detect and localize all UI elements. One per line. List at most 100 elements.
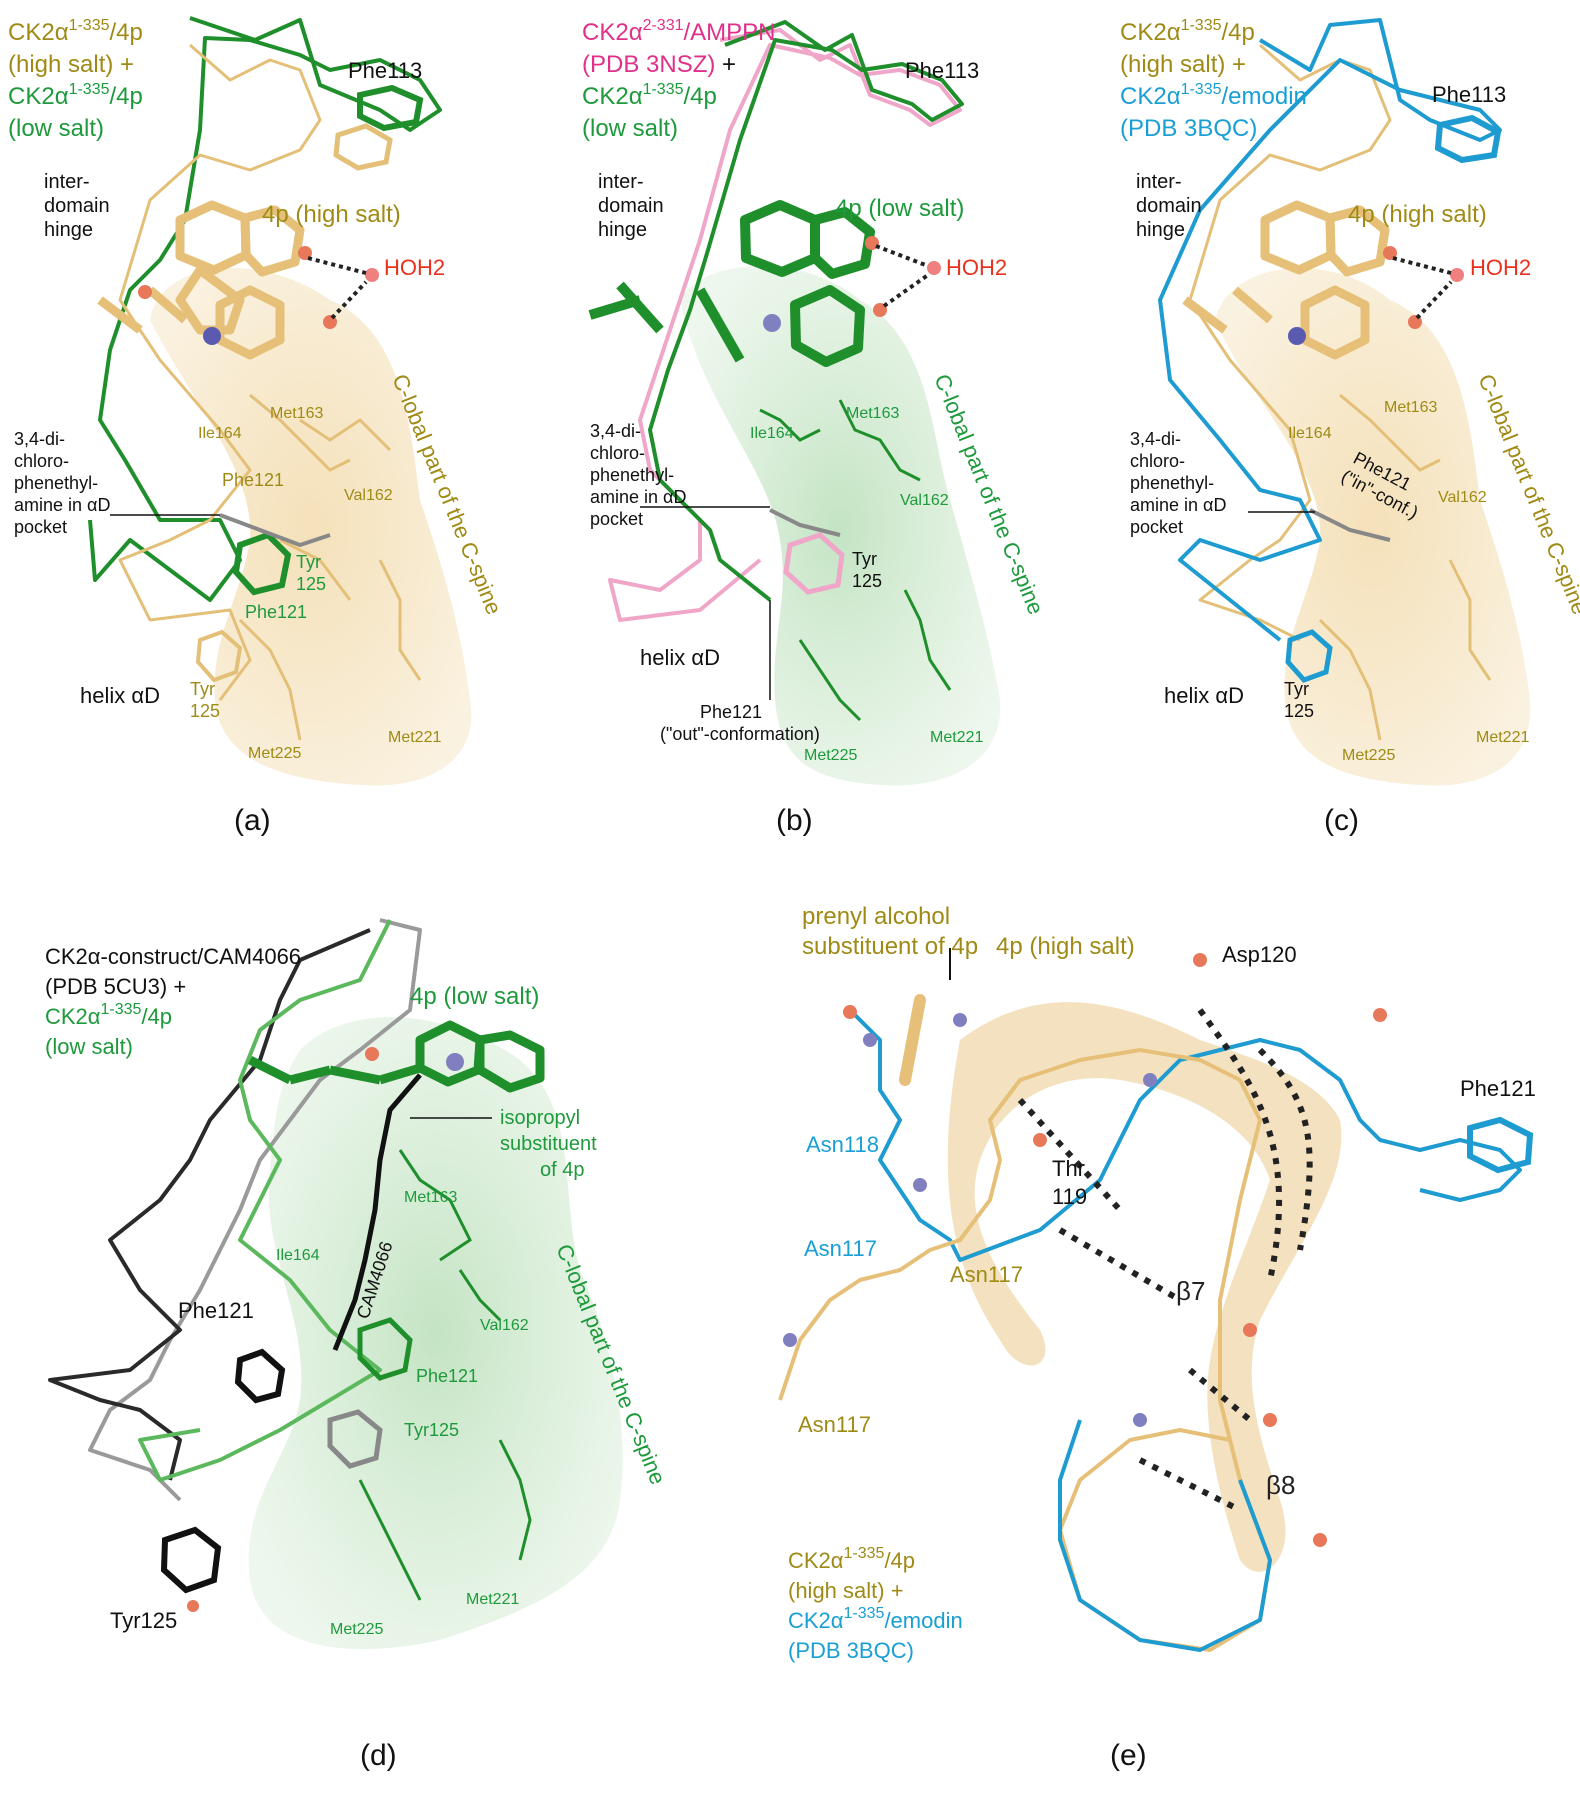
dichloro-ligand-b [769, 508, 841, 537]
label-asn117-olive-e2: Asn117 [798, 1412, 871, 1437]
tyr125-ring-pink-b [783, 532, 845, 595]
panel-b-title-line1: CK2α2-331/AMPPN [582, 17, 776, 46]
label-asn117-olive-e: Asn117 [950, 1262, 1023, 1287]
nitrogen-d [446, 1053, 464, 1071]
label-dichloro-a-4: amine in αD [14, 495, 110, 515]
label-helix-c: helix αD [1164, 683, 1244, 708]
label-hinge-a-2: domain [44, 195, 110, 217]
panel-a-title-line2: (high salt) + [8, 51, 134, 78]
label-iso-d-3: of 4p [540, 1159, 584, 1181]
label-dichloro-b-3: phenethyl- [590, 465, 674, 485]
grey-backbone-d [88, 918, 422, 1502]
label-phe121-b-2: ("out"-conformation) [660, 724, 820, 744]
panel-c-title-line1: CK2α1-335/4p [1120, 17, 1255, 46]
dichloro-ligand-c [1309, 508, 1391, 542]
cyan-backbone-e [848, 1008, 1522, 1262]
caption-c: (c) [1324, 804, 1359, 837]
label-dichloro-a-1: 3,4-di- [14, 429, 65, 449]
tyr125-ring-tan-a [195, 629, 243, 683]
panel-e-title-line3: CK2α1-335/emodin [788, 1605, 963, 1633]
label-dichloro-b-4: amine in αD [590, 487, 686, 507]
hbond-c2 [1415, 280, 1453, 320]
label-met221-d: Met221 [466, 1591, 519, 1608]
label-dichloro-a-3: phenethyl- [14, 473, 98, 493]
hbond-a2 [330, 280, 368, 320]
label-met163-b: Met163 [846, 405, 899, 422]
water-a [365, 268, 379, 282]
label-ile164-b: Ile164 [750, 425, 794, 442]
pink-backbone-b [608, 28, 962, 622]
label-thr119-e-1: Thr [1052, 1156, 1085, 1181]
panel-a-title-line4: (low salt) [8, 115, 104, 142]
label-dichloro-a-2: chloro- [14, 451, 69, 471]
phe113-ring-tan-a [333, 123, 393, 171]
label-val162-b: Val162 [900, 492, 949, 509]
cam4066-ligand-d [332, 1073, 422, 1351]
hbond-c1 [1392, 256, 1452, 275]
ligand-4p-d [247, 1020, 545, 1093]
label-dichloro-c-5: pocket [1130, 517, 1183, 537]
label-tyr125-green-a-2: 125 [296, 574, 326, 594]
label-met163-a: Met163 [270, 405, 323, 422]
label-tyr125-green-a-1: Tyr [296, 552, 321, 572]
black-backbone-d [48, 928, 371, 1481]
label-hinge-a-3: hinge [44, 219, 93, 241]
c-spine-surface-c [1215, 267, 1531, 786]
tyr125-ring-cyan-c [1285, 629, 1333, 683]
side-chains-a [238, 393, 422, 741]
label-dichloro-b-5: pocket [590, 509, 643, 529]
label-prenyl-e-1: prenyl alcohol [802, 903, 950, 930]
oxygen-b2 [873, 303, 887, 317]
panel-c-title-line4: (PDB 3BQC) [1120, 115, 1257, 142]
tyr125-ring-grey-d [327, 1409, 383, 1469]
label-tyr125-green-d: Tyr125 [404, 1420, 459, 1440]
c-spine-surface-d [248, 1017, 623, 1650]
label-thr119-e-2: 119 [1052, 1184, 1087, 1209]
label-met221-c: Met221 [1476, 729, 1529, 746]
side-chains-c [1318, 393, 1492, 741]
label-hinge-b-3: hinge [598, 219, 647, 241]
green-backbone-a [88, 16, 442, 602]
panel-e-title-line1: CK2α1-335/4p [788, 1545, 915, 1573]
label-ile164-c: Ile164 [1288, 425, 1332, 442]
c-spine-surface-a [150, 267, 472, 786]
label-phe113-c: Phe113 [1432, 82, 1506, 107]
tyr125-ring-black-d [160, 1526, 222, 1594]
panel-e-title-line4: (PDB 3BQC) [788, 1638, 914, 1663]
panel-e: prenyl alcohol substituent of 4p 4p (hig… [778, 903, 1536, 1772]
label-hinge-c-2: domain [1136, 195, 1202, 217]
label-asn118-e: Asn118 [806, 1132, 879, 1157]
panel-a-title-line3: CK2α1-335/4p [8, 81, 143, 110]
ribbon-e [947, 1002, 1342, 1572]
label-dichloro-c-1: 3,4-di- [1130, 429, 1181, 449]
label-hinge-c-1: inter- [1136, 171, 1182, 193]
panel-d: CK2α-construct/CAM4066 (PDB 5CU3) + CK2α… [45, 918, 671, 1772]
label-water-a: HOH2 [384, 255, 445, 280]
label-iso-d-2: substituent [500, 1133, 597, 1155]
phe121-ring-black-d [234, 1348, 286, 1404]
side-chains-d [358, 1149, 532, 1601]
label-phe121-black-d: Phe121 [178, 1298, 254, 1323]
label-met163-d: Met163 [404, 1189, 457, 1206]
hbonds-e [1017, 1008, 1313, 1513]
label-tyr125-olive-a-2: 125 [190, 701, 220, 721]
label-prenyl-e-2: substituent of 4p [802, 933, 978, 960]
label-asn117-cyan-e: Asn117 [804, 1236, 877, 1261]
ligand-4p-b [588, 200, 875, 367]
oxygen-d [365, 1047, 379, 1061]
label-phe113-a: Phe113 [348, 58, 422, 83]
label-phe113-b: Phe113 [905, 58, 979, 83]
label-tyr125-black-d: Tyr125 [110, 1608, 177, 1633]
label-dichloro-c-3: phenethyl- [1130, 473, 1214, 493]
cyan-backbone-e2 [1058, 1419, 1272, 1652]
label-dichloro-c-4: amine in αD [1130, 495, 1226, 515]
caption-a: (a) [234, 804, 271, 837]
oxygen-b1 [865, 236, 879, 250]
panel-d-title-line4: (low salt) [45, 1034, 133, 1059]
label-tyr125-c-2: 125 [1284, 701, 1314, 721]
label-water-b: HOH2 [946, 255, 1007, 280]
panel-c: CK2α1-335/4p (high salt) + CK2α1-335/emo… [1120, 17, 1580, 837]
label-met221-a: Met221 [388, 729, 441, 746]
label-met225-c: Met225 [1342, 747, 1395, 764]
c-spine-surface-b [680, 266, 1001, 786]
